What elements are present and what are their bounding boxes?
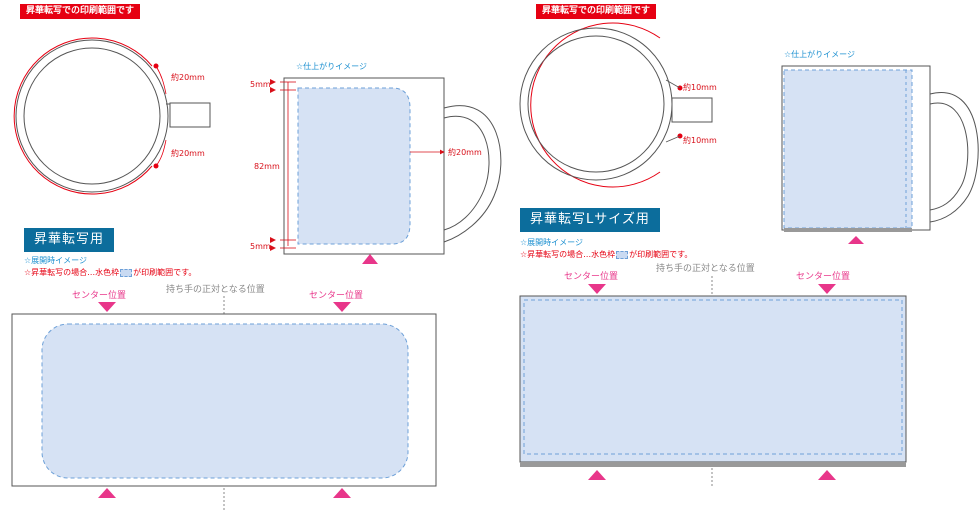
left-center-left: センター位置 [72, 291, 127, 301]
left-flat-caption: ☆展開時イメージ [24, 256, 88, 265]
right-center-right: センター位置 [796, 272, 851, 282]
left-mug-top-view [13, 37, 211, 195]
right-dim-handle-bottom: 約10mm [683, 136, 717, 145]
right-mug-top-view [519, 22, 713, 188]
left-flat-print-area [11, 296, 437, 510]
left-note-suffix: が印刷範囲です。 [133, 268, 197, 277]
left-dim-bottom-margin: 5mm [250, 242, 271, 251]
left-note-prefix: ☆昇華転写の場合…水色枠 [24, 268, 120, 277]
left-finish-caption: ☆仕上がりイメージ [296, 62, 368, 71]
right-finish-caption: ☆仕上がりイメージ [784, 50, 856, 59]
left-handle-center-label: 持ち手の正対となる位置 [166, 285, 265, 295]
swatch-icon [616, 250, 629, 259]
left-note: ☆昇華転写の場合…水色枠 が印刷範囲です。 [24, 268, 196, 278]
right-flat-print-area [519, 276, 907, 486]
right-note-prefix: ☆昇華転写の場合…水色枠 [520, 250, 616, 259]
right-flat-caption: ☆展開時イメージ [520, 238, 584, 247]
right-center-left: センター位置 [564, 272, 619, 282]
right-dim-handle-top: 約10mm [683, 83, 717, 92]
left-dim-handle-top: 約20mm [171, 73, 205, 82]
right-mug-side-view [781, 65, 979, 244]
swatch-icon [120, 268, 133, 277]
left-banner: 昇華転写用 [24, 228, 115, 252]
left-center-right: センター位置 [309, 291, 364, 301]
left-dim-handle-side: 約20mm [448, 148, 482, 157]
right-note-suffix: が印刷範囲です。 [629, 250, 693, 259]
left-dim-height: 82mm [254, 162, 280, 171]
right-banner: 昇華転写Lサイズ用 [520, 208, 660, 232]
left-mug-side-view [270, 77, 502, 264]
right-handle-center-label: 持ち手の正対となる位置 [656, 264, 755, 274]
right-print-range-label: 昇華転写での印刷範囲です [536, 4, 657, 19]
right-note: ☆昇華転写の場合…水色枠 が印刷範囲です。 [520, 250, 692, 260]
left-dim-top-margin: 5mm [250, 80, 271, 89]
side-view-center-marker [362, 254, 378, 264]
left-print-range-label: 昇華転写での印刷範囲です [20, 4, 141, 19]
left-dim-handle-bottom: 約20mm [171, 149, 205, 158]
